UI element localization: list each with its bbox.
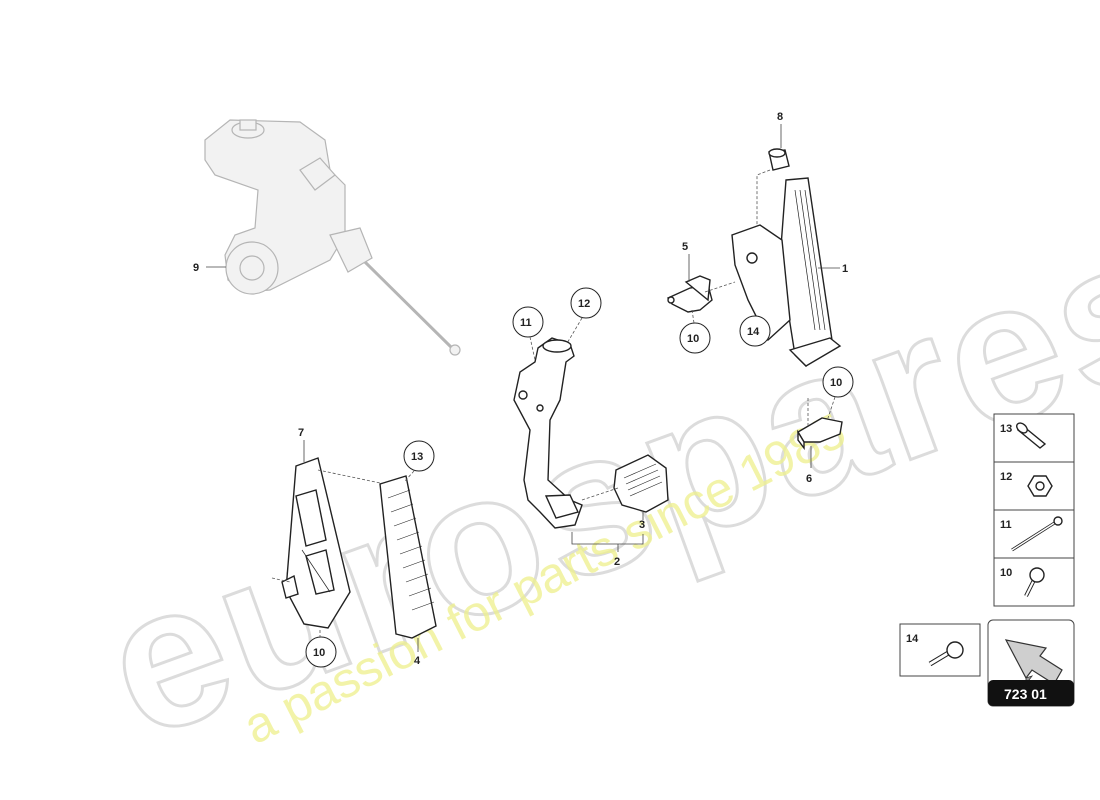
callout-3: 3 (639, 519, 645, 531)
part-1-accelerator-pedal (731, 177, 842, 367)
part-7-footrest-plate (281, 457, 351, 629)
part-2-brake-pedal (513, 337, 583, 529)
part-9-brake-booster (204, 119, 461, 356)
nut-icon (1027, 475, 1053, 497)
callout-13-circle (403, 440, 435, 472)
callout-10-circle-c (305, 636, 337, 668)
callout-8: 8 (777, 111, 783, 123)
legend-11: 11 (1000, 519, 1012, 531)
legend-14: 14 (906, 633, 919, 645)
callout-9: 9 (193, 262, 199, 274)
callout-7: 7 (298, 427, 304, 439)
callout-14-circle (739, 315, 771, 347)
callout-1: 1 (842, 263, 848, 275)
callout-6: 6 (806, 473, 812, 485)
part-5-bracket (666, 275, 713, 313)
callout-10-circle-b (822, 366, 854, 398)
callout-11-circle (512, 306, 544, 338)
legend-14-box: 14 (899, 623, 981, 677)
reference-box: 723 01 (987, 619, 1075, 707)
callout-12: 12 (578, 298, 590, 310)
part-3-brake-pad (613, 454, 669, 513)
reference-label-bg (988, 680, 1074, 706)
callout-14: 14 (747, 326, 760, 338)
screw-icon (1024, 567, 1045, 597)
part-6-clip (797, 417, 843, 451)
legend-12: 12 (1000, 471, 1012, 483)
legend-13: 13 (1000, 423, 1012, 435)
bolt-icon (1016, 422, 1047, 449)
callout-5: 5 (682, 241, 688, 253)
callout-10-circle-a (679, 322, 711, 354)
legend-10: 10 (1000, 567, 1012, 579)
callout-2: 2 (614, 556, 620, 568)
callout-13: 13 (411, 451, 423, 463)
callout-10a: 10 (687, 333, 699, 345)
reference-number: 723 01 (1004, 686, 1047, 702)
legend-fasteners: 13 12 11 10 (993, 413, 1075, 607)
part-8-cap (768, 148, 790, 171)
callout-10b: 10 (830, 377, 842, 389)
callout-12-circle (570, 287, 602, 319)
bolt-long-icon (1011, 516, 1063, 552)
callout-10c: 10 (313, 647, 325, 659)
part-4-footrest-pad (379, 475, 437, 639)
socket-screw-icon (928, 641, 964, 667)
callout-11: 11 (520, 317, 532, 329)
callout-4: 4 (414, 655, 421, 667)
